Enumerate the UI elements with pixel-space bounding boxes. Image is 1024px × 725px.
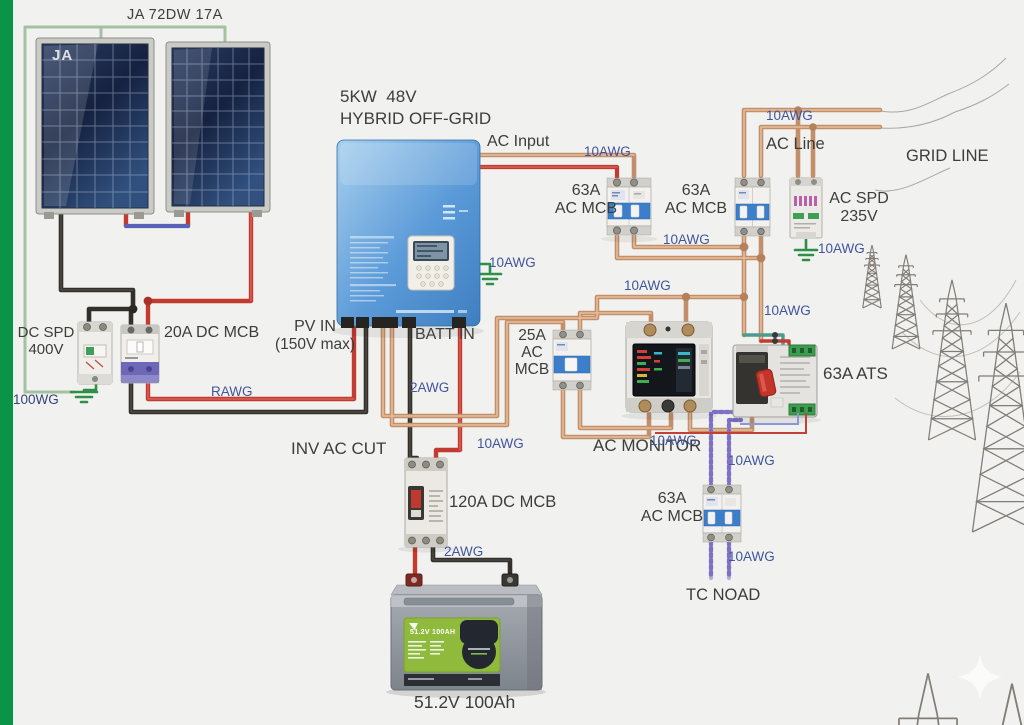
- ac-mcb25-label-line1: 25A: [518, 327, 546, 344]
- ac-mcb3-label-line2: AC MCB: [640, 508, 704, 525]
- wire-tag-mcb-link2: 10AWG: [624, 278, 671, 293]
- dc-mcb-120a-label: 120A DC MCB: [449, 493, 557, 511]
- ac-monitor-label: AC MONITOR: [593, 436, 702, 455]
- ac-mcb2-label-line1: 63A: [681, 182, 711, 199]
- ac-mcb-63a-2: [734, 177, 771, 237]
- ac-monitor: [621, 321, 717, 420]
- grid-line-label: GRID LINE: [906, 147, 989, 165]
- battery-label: 51.2V 100Ah: [414, 692, 516, 712]
- dc-mcb-20a-label: 20A DC MCB: [164, 324, 260, 341]
- wire-tag-batt2: 2AWG: [444, 544, 484, 559]
- dc-mcb-120a: [398, 457, 454, 553]
- wire-tag-grid-top: 10AWG: [766, 108, 813, 123]
- tc-noad-label: TC NOAD: [686, 586, 761, 604]
- dc-spd-label-line2: 400V: [28, 341, 64, 358]
- wire-tag-mcb3-top: 10AWG: [728, 453, 775, 468]
- panel-model-label: JA 72DW 17A: [127, 7, 223, 23]
- panel-brand-logo: JA: [52, 47, 74, 64]
- ac-mcb25-label-line2: AC: [521, 344, 543, 361]
- battery-sticker-text: 51.2V 100AH: [410, 629, 456, 636]
- inv-ac-cut-label: INV AC CUT: [291, 439, 387, 458]
- accent-bar: [0, 0, 13, 725]
- ac-mcb3-label-line1: 63A: [657, 490, 687, 507]
- wire-tag-ats-feed: 10AWG: [764, 303, 811, 318]
- pv-in-label: PV IN: [294, 318, 336, 335]
- battery-sticker-art: [403, 617, 501, 673]
- ac-line-label: AC Line: [766, 135, 825, 153]
- wire-tag-monitor-bottom: 10AWG: [650, 433, 697, 448]
- wire-tag-batt: 2AWG: [410, 380, 450, 395]
- ac-input-label: AC Input: [487, 133, 550, 150]
- dc-spd-label-line1: DC SPD: [17, 324, 75, 341]
- junction-dots: [128, 106, 817, 344]
- inverter-terminals: [341, 317, 466, 328]
- inverter-title-line1: 5KW 48V: [340, 87, 417, 106]
- ats-aux-wire-blue: [740, 413, 799, 425]
- solar-panel-2: [165, 41, 271, 217]
- ats-63a: [729, 344, 821, 424]
- ac-mcb25-label-line3: MCB: [514, 361, 550, 378]
- ac-mcb2-label-line2: AC MCB: [664, 200, 728, 217]
- inverter-display: [407, 235, 455, 291]
- pv-in-sub-label: (150V max): [274, 336, 356, 353]
- solar-panel-1: [35, 37, 155, 219]
- wires: [23, 25, 883, 581]
- battery: [386, 573, 546, 698]
- wire-tag-ac-input: 10AWG: [584, 144, 631, 159]
- ac-mcb-63a-1: [601, 177, 657, 243]
- ac-mcb-63a-3: [702, 484, 742, 543]
- grid-towers-top: [862, 57, 1024, 533]
- ac-spd-label-line1: AC SPD: [829, 190, 889, 207]
- wire-tag-mcb3-bottom: 10AWG: [728, 549, 775, 564]
- dc-mcb-20a: [120, 324, 160, 384]
- ac-mcb-25a: [552, 329, 592, 391]
- batt-in-label: BATT IN: [415, 326, 475, 343]
- dc-spd: [77, 321, 113, 385]
- ats-label: 63A ATS: [823, 364, 888, 383]
- ac-spd: [789, 177, 823, 239]
- wire-tag-mcb-link: 10AWG: [663, 232, 710, 247]
- wire-tag-inverter-ground: 10AWG: [489, 255, 536, 270]
- wire-tag-inv-ac-cut: 10AWG: [477, 436, 524, 451]
- wire-tag-earth: 100WG: [13, 392, 59, 407]
- ac-spd-label-line2: 235V: [840, 208, 878, 225]
- grid-towers-bottom: [871, 279, 1024, 725]
- inverter-title-line2: HYBRID OFF-GRID: [340, 109, 492, 128]
- ac-mcb1-label-line1: 63A: [571, 182, 601, 199]
- ats-aux-wire-red: [655, 413, 807, 434]
- inverter: [332, 139, 484, 338]
- wire-tag-acspd-ground: 10AWG: [818, 241, 865, 256]
- sparkle-icon: [958, 654, 1002, 700]
- wire-tag-pv: RAWG: [211, 384, 253, 399]
- ac-mcb1-label-line2: AC MCB: [554, 200, 618, 217]
